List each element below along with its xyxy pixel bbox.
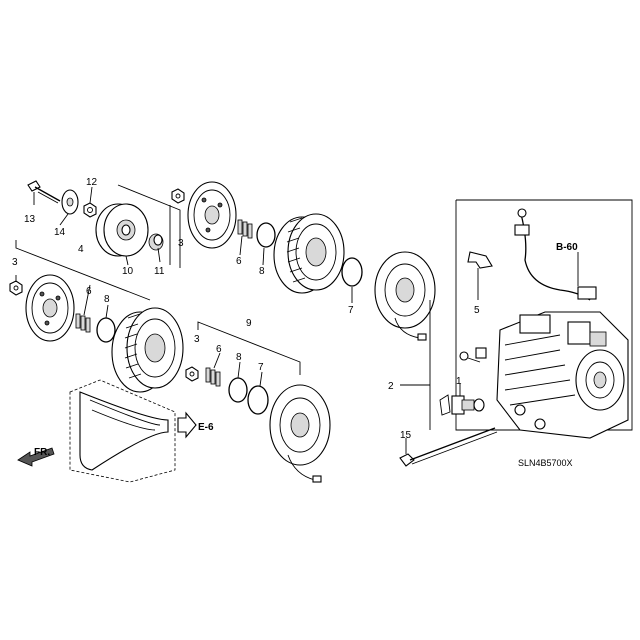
pressure-plate-left [25, 274, 75, 342]
bolt-13 [27, 180, 61, 204]
nut-3-upper [171, 188, 185, 204]
pulley-upper [273, 213, 345, 294]
front-direction-arrow [17, 447, 55, 467]
pulley-left [111, 307, 184, 393]
diagram-code: SLN4B5700X [518, 458, 573, 468]
relief-valve-1 [439, 394, 485, 416]
idler-pulley-10 [95, 203, 149, 257]
callout-9: 9 [246, 318, 252, 329]
callout-6-upper: 6 [236, 256, 242, 267]
callout-13: 13 [24, 214, 36, 225]
compressor-body-2 [496, 311, 629, 439]
callout-14: 14 [54, 227, 66, 238]
field-coil-upper [374, 251, 436, 341]
washer-14 [61, 189, 79, 215]
callout-6-left: 6 [86, 286, 92, 297]
nut-12 [83, 202, 97, 218]
callout-11: 11 [154, 266, 165, 277]
snap-ring-8-upper [256, 222, 276, 248]
assembly-outline [455, 199, 633, 431]
e6-reference-arrow [177, 411, 197, 439]
callout-2: 2 [388, 381, 394, 392]
nut-3-lower [185, 366, 199, 382]
callout-12: 12 [86, 177, 98, 188]
callout-15: 15 [400, 430, 412, 441]
field-coil-lower [269, 384, 331, 483]
through-bolt-15 [399, 427, 498, 467]
callout-5: 5 [474, 305, 480, 316]
screw-small [459, 347, 487, 363]
ref-b60[interactable]: B-60 [556, 242, 578, 253]
shims-6-upper [237, 219, 253, 239]
ref-fr: FR. [34, 447, 50, 458]
callout-4: 4 [78, 244, 84, 255]
callout-8-upper: 8 [259, 266, 265, 277]
snap-ring-8-lower [228, 377, 248, 403]
snap-ring-7-upper [341, 257, 363, 287]
callout-8-left: 8 [104, 294, 110, 305]
callout-3-lower: 3 [194, 334, 200, 345]
snap-ring-7-lower [247, 385, 269, 415]
callout-6-lower: 6 [216, 344, 222, 355]
callout-7-upper: 7 [348, 305, 354, 316]
callout-8-lower: 8 [236, 352, 242, 363]
callout-7-lower: 7 [258, 362, 264, 373]
nut-3-left [9, 280, 23, 296]
callout-1: 1 [456, 376, 462, 387]
drive-belt [69, 379, 176, 483]
callout-3-left: 3 [12, 257, 18, 268]
pressure-plate-upper [187, 181, 237, 249]
shims-6-left [75, 313, 91, 333]
callout-10: 10 [122, 266, 134, 277]
callout-3-upper: 3 [178, 238, 184, 249]
wire-harness-5 [467, 208, 597, 301]
collar-11 [148, 233, 164, 251]
snap-ring-8-left [96, 317, 116, 343]
ref-e6[interactable]: E-6 [198, 422, 214, 433]
shims-6-lower [205, 367, 221, 387]
